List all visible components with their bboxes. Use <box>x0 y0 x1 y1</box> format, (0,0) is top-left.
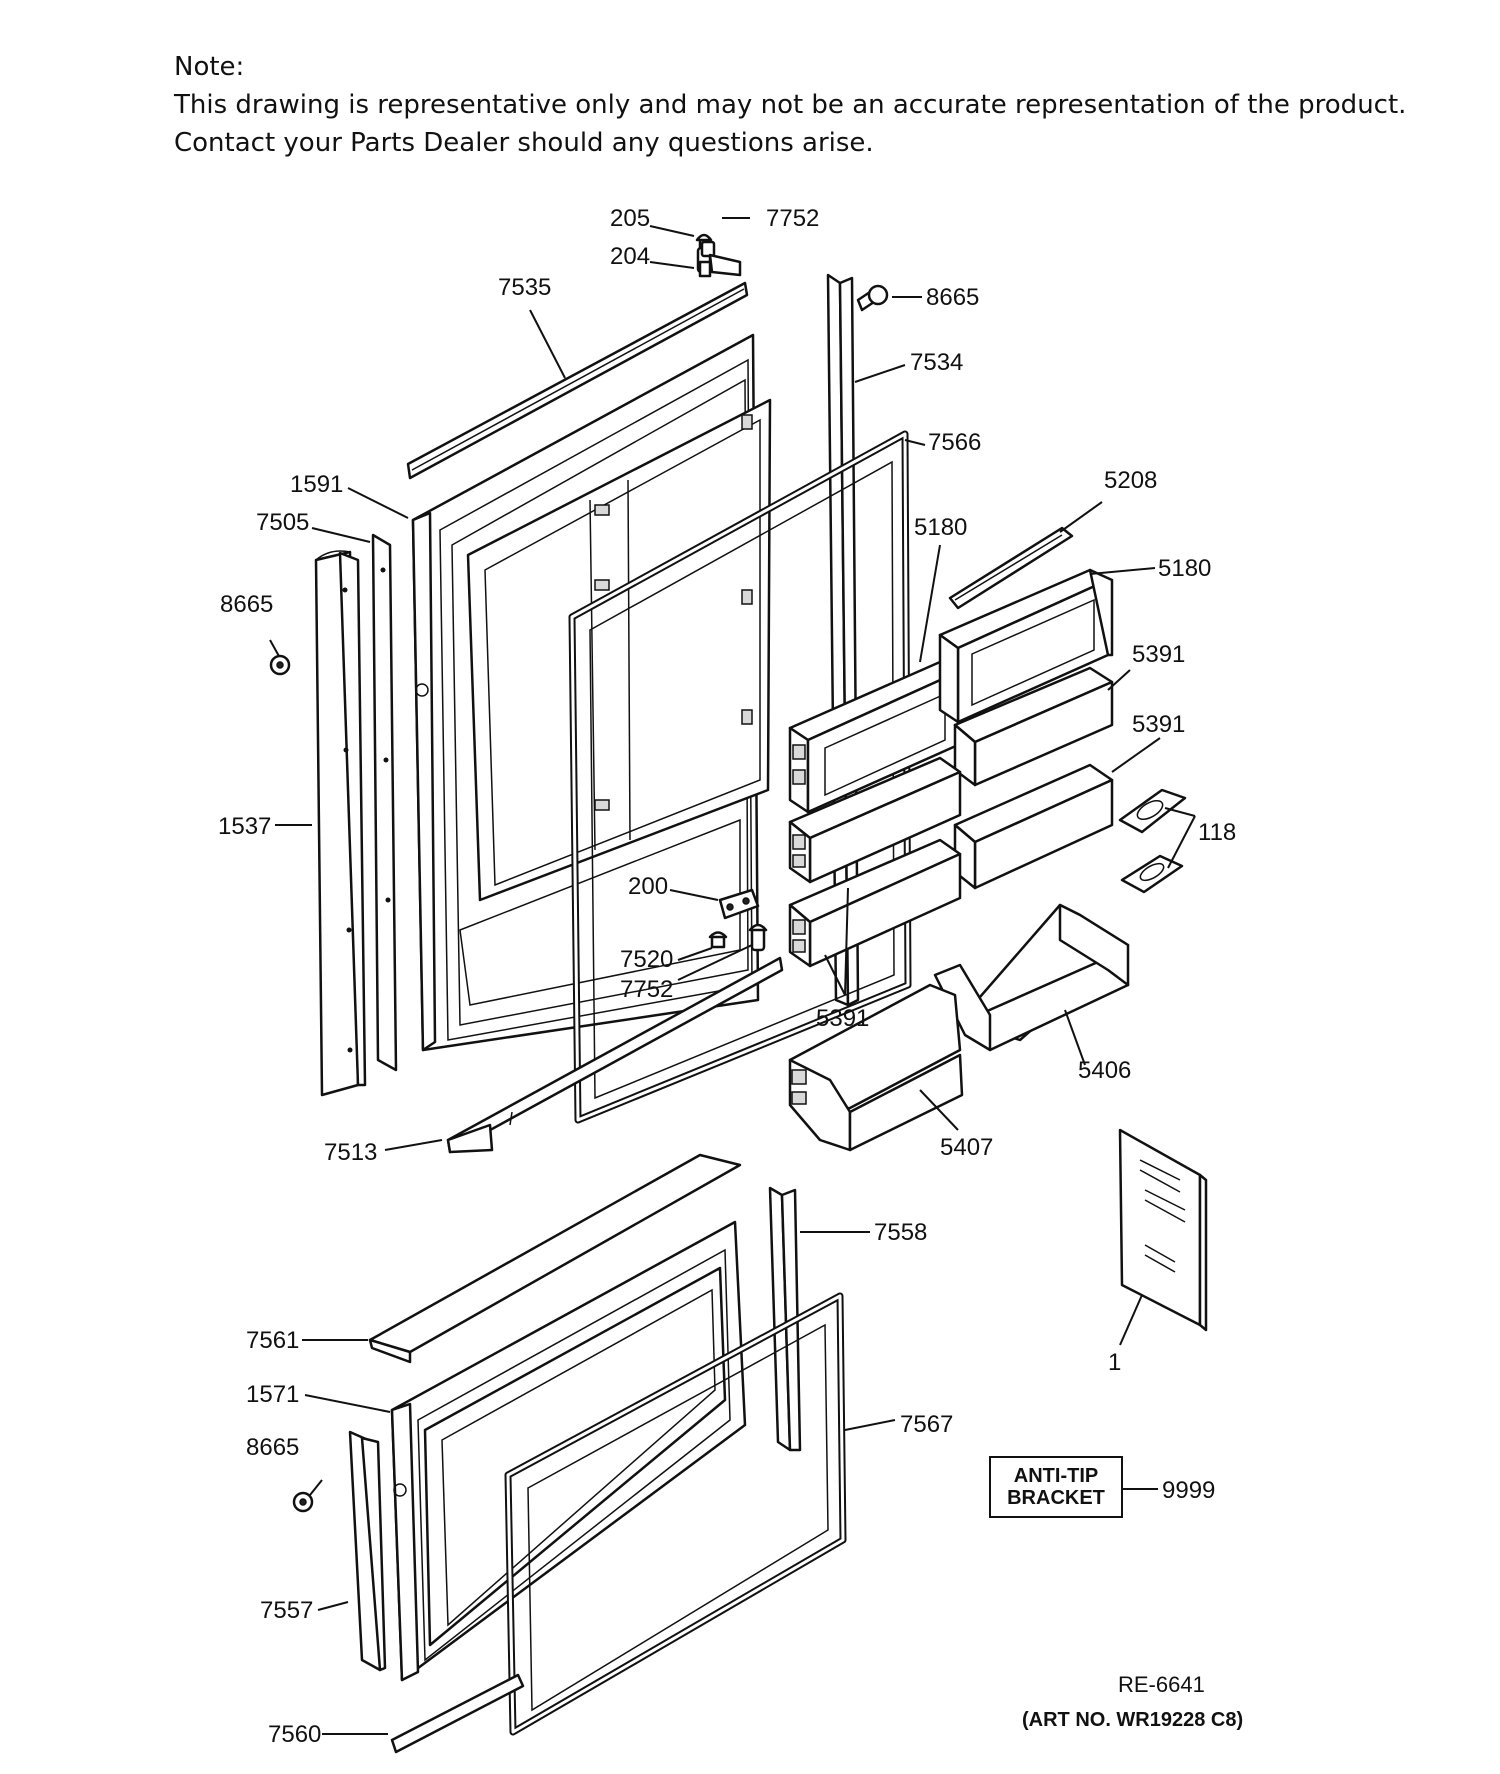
leader-lines <box>275 217 1196 1735</box>
note-block: Note: This drawing is representative onl… <box>174 48 1406 162</box>
bin-5407 <box>788 983 964 1152</box>
label-1591: 1591 <box>290 471 343 498</box>
bin-5406 <box>933 903 1130 1052</box>
screw-8665-lower <box>292 1479 323 1513</box>
door-frame-1571 <box>390 1220 747 1682</box>
drawing-number: RE-6641 <box>1118 1672 1205 1697</box>
label-5180-a: 5180 <box>914 514 967 541</box>
bar-5208 <box>948 526 1074 610</box>
label-205: 205 <box>610 205 650 232</box>
label-5391-a: 5391 <box>1132 641 1185 668</box>
label-7535: 7535 <box>498 274 551 301</box>
label-7752-top: 7752 <box>766 205 819 232</box>
label-200: 200 <box>628 873 668 900</box>
top-trim-7535 <box>406 281 749 480</box>
part-number-labels: 205 7752 204 7535 8665 7534 7566 1591 75… <box>218 205 1236 1748</box>
label-7560: 7560 <box>268 1721 321 1748</box>
bottom-trim-7513 <box>446 956 784 1154</box>
label-7567: 7567 <box>900 1411 953 1438</box>
label-7557: 7557 <box>260 1597 313 1624</box>
bin-5391-right-1 <box>953 666 1114 787</box>
note-heading: Note: <box>174 52 245 82</box>
label-7558: 7558 <box>874 1219 927 1246</box>
label-1: 1 <box>1108 1349 1121 1376</box>
label-5391-c: 5391 <box>816 1005 869 1032</box>
label-204: 204 <box>610 243 650 270</box>
label-1571: 1571 <box>246 1381 299 1408</box>
label-9999: 9999 <box>1162 1477 1215 1504</box>
bin-5391-right-2 <box>953 763 1114 890</box>
label-8665-lower: 8665 <box>246 1434 299 1461</box>
strip-7505 <box>371 533 398 1072</box>
door-frame-1591 <box>411 333 772 1052</box>
bin-5391-left-1 <box>788 756 962 884</box>
label-118: 118 <box>1198 819 1236 846</box>
part-118 <box>1118 788 1187 894</box>
note-text-line-1: This drawing is representative only and … <box>174 90 1407 120</box>
label-7505: 7505 <box>256 509 309 536</box>
label-7520: 7520 <box>620 946 673 973</box>
anti-tip-bracket-box: ANTI-TIP BRACKET <box>989 1456 1158 1518</box>
label-7752-mid: 7752 <box>620 976 673 1003</box>
label-5406: 5406 <box>1078 1057 1131 1084</box>
screw-8665-left <box>269 639 291 676</box>
label-1537: 1537 <box>218 813 271 840</box>
label-5208: 5208 <box>1104 467 1157 494</box>
strip-7557 <box>348 1430 387 1672</box>
label-7561: 7561 <box>246 1327 299 1354</box>
top-trim-7561 <box>368 1153 742 1364</box>
art-number: (ART NO. WR19228 C8) <box>1022 1709 1243 1731</box>
bottom-trim-7560 <box>390 1673 525 1754</box>
label-7534: 7534 <box>910 349 963 376</box>
label-5391-b: 5391 <box>1132 711 1185 738</box>
label-5180-b: 5180 <box>1158 555 1211 582</box>
hinge-top-parts <box>695 233 742 278</box>
label-7566: 7566 <box>928 429 981 456</box>
handle-1537 <box>314 550 367 1097</box>
label-5407: 5407 <box>940 1134 993 1161</box>
hinge-bottom-parts <box>708 888 768 952</box>
anti-tip-line-1: ANTI-TIP <box>1014 1465 1098 1487</box>
screw-8665-top <box>856 284 889 312</box>
manual-part-1 <box>1118 1128 1208 1332</box>
bin-5180-upper-right <box>938 568 1114 724</box>
label-7513: 7513 <box>324 1139 377 1166</box>
label-8665-left: 8665 <box>220 591 273 618</box>
label-8665-top: 8665 <box>926 284 979 311</box>
gasket-7567 <box>504 1292 847 1736</box>
note-text-line-2: Contact your Parts Dealer should any que… <box>174 128 874 158</box>
anti-tip-line-2: BRACKET <box>1007 1487 1105 1509</box>
gasket-7566 <box>568 430 912 1124</box>
